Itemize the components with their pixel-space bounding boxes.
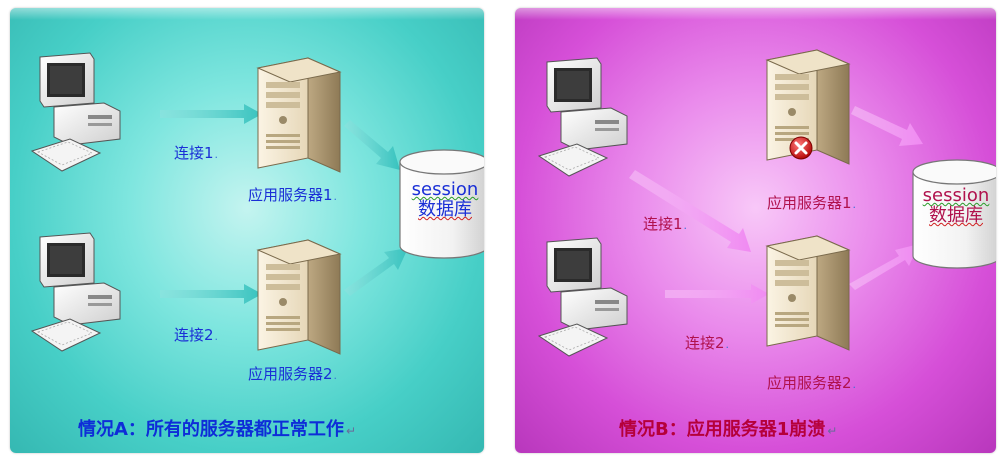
error-icon (789, 136, 813, 160)
diagram-a (31, 52, 484, 355)
arrow-b-connection1 (629, 170, 751, 252)
server2-label: 应用服务器2. (248, 365, 338, 383)
panel-scenario-a: 连接1. 连接2. 应用服务器1. 应用服务器2. session 数据库 情况… (10, 8, 484, 453)
connection1-label: 连接1. (174, 144, 219, 162)
server-icon (257, 239, 341, 355)
arrow-a-server1-db (344, 120, 400, 170)
server2-label: 应用服务器2. (767, 374, 857, 392)
connection1-label: 连接1. (643, 215, 688, 233)
panel-scenario-b: 连接1. 连接2. 应用服务器1. 应用服务器2. session 数据库 情况… (515, 8, 996, 453)
session-db-label: session 数据库 (922, 185, 990, 226)
server1-label: 应用服务器1. (248, 186, 338, 204)
server-icon (766, 235, 850, 351)
arrow-b-connection2 (665, 284, 769, 304)
computer-icon (538, 237, 628, 357)
computer-icon (31, 232, 121, 352)
server-icon (257, 57, 341, 173)
arrow-a-server2-db (344, 248, 408, 296)
computer-icon (538, 57, 628, 177)
caption-scenario-a: 情况A：所有的服务器都正常工作↵ (78, 419, 356, 440)
computer-icon (31, 52, 121, 172)
arrow-a-connection2 (160, 284, 262, 304)
arrow-a-connection1 (160, 104, 262, 124)
arrow-b-server1-db (851, 106, 923, 146)
arrow-b-server2-db (849, 244, 919, 290)
connection2-label: 连接2. (685, 334, 730, 352)
server1-label: 应用服务器1. (767, 194, 857, 212)
diagram-b (538, 49, 996, 357)
connection2-label: 连接2. (174, 326, 219, 344)
session-db-label: session 数据库 (411, 179, 479, 220)
caption-scenario-b: 情况B：应用服务器1崩溃↵ (619, 419, 838, 440)
